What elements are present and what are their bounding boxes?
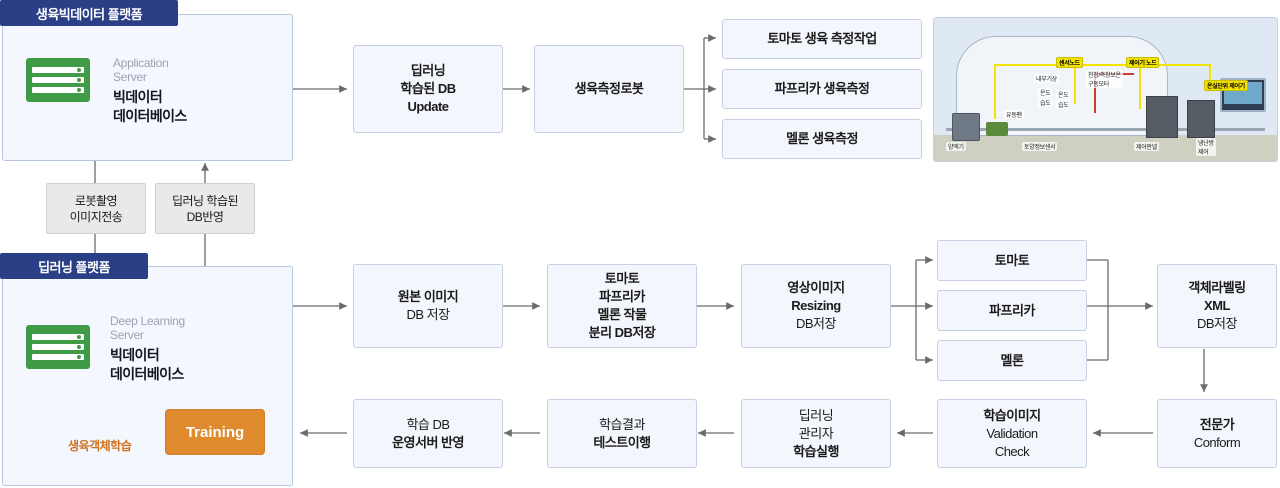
deep-learning-server-name: 빅데이터 데이터베이스 [110,347,184,382]
photo-label-greenhouse-controller: 온실단위 제어기 [1204,80,1248,91]
photo-label-circulation-fan: 유동팬 [1004,110,1024,119]
photo-label-nutrient: 양액기 [946,142,966,151]
box-crop-tomato[interactable]: 토마토 [937,240,1087,281]
box-melon-growth-measure[interactable]: 멜론 생육측정 [722,119,922,159]
box-tomato-growth-measure-task[interactable]: 토마토 생육 측정작업 [722,19,922,59]
box-apply-to-operation-server[interactable]: 학습 DB 운영서버 반영 [353,399,503,468]
box-validation-check[interactable]: 학습이미지 Validation Check [937,399,1087,468]
deep-learning-server-icon [26,325,90,369]
box-db-update[interactable]: 딥러닝 학습된 DB Update [353,45,503,133]
object-learning-label: 생육객체학습 [68,439,132,453]
box-expert-conform[interactable]: 전문가 Conform [1157,399,1277,468]
photo-label-control-panel: 제어판넬 [1134,142,1159,151]
box-crop-paprika[interactable]: 파프리카 [937,290,1087,331]
deep-learning-server-role: Deep Learning Server [110,314,185,342]
box-training-execute[interactable]: 딥러닝 관리자 학습실행 [741,399,891,468]
label-robot-image-transfer: 로봇촬영 이미지전송 [46,183,146,234]
application-server-role: Application Server [113,56,169,84]
box-growth-measure-robot[interactable]: 생육측정로봇 [534,45,684,133]
box-object-labeling-xml[interactable]: 객체라벨링 XML DB저장 [1157,264,1277,348]
application-server-name: 빅데이터 데이터베이스 [113,89,187,124]
box-crop-melon[interactable]: 멜론 [937,340,1087,381]
photo-label-humid2: 습도 [1056,100,1071,109]
box-paprika-growth-measure[interactable]: 파프리카 생육측정 [722,69,922,109]
box-image-resizing-db[interactable]: 영상이미지 Resizing DB저장 [741,264,891,348]
photo-label-soil-sensor: 토양정보센서 [1022,142,1058,151]
box-original-image-db[interactable]: 원본 이미지 DB 저장 [353,264,503,348]
photo-label-control-node: 제어기 노드 [1126,57,1160,68]
application-server-icon [26,58,90,102]
photo-label-temp2: 온도 [1056,90,1071,99]
photo-label-temp1: 온도 [1038,88,1053,97]
box-training-result-test[interactable]: 학습결과 테스트이행 [547,399,697,468]
training-box[interactable]: Training [165,409,265,455]
panel-growth-bigdata-title: 생육빅데이터 플랫폼 [0,0,178,26]
label-deeplearning-db-apply: 딥러닝 학습된 DB반영 [155,183,255,234]
photo-label-internal-weather: 내부기상 [1034,74,1059,83]
panel-deeplearning-title: 딥러닝 플랫폼 [0,253,148,279]
box-crop-split-db[interactable]: 토마토 파프리카 멜론 작물 분리 DB저장 [547,264,697,348]
photo-label-humid1: 습도 [1038,98,1053,107]
photo-label-sensor-node: 센서노드 [1056,57,1083,68]
